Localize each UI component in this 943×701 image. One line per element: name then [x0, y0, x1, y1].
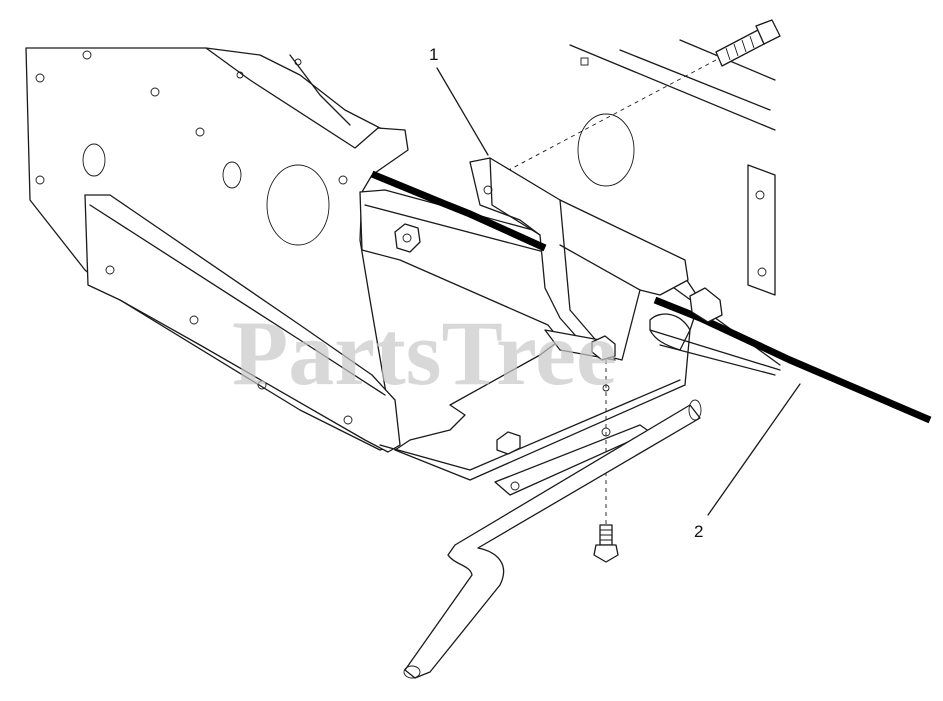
- right-frame: [569, 39, 781, 376]
- bolt-bottom: [593, 524, 619, 563]
- callout-2: 2: [694, 522, 703, 541]
- bracket-part-1: [469, 157, 689, 361]
- callout-1: 1: [429, 45, 438, 64]
- leader-line-2: [707, 383, 801, 516]
- cable-part-2: [370, 170, 932, 424]
- leader-line-1: [436, 67, 489, 156]
- lower-strip: [494, 360, 651, 525]
- bolt-top: [489, 19, 781, 181]
- rod: [403, 399, 702, 679]
- hex-nut: [394, 223, 421, 253]
- watermark: PartsTree: [232, 302, 617, 404]
